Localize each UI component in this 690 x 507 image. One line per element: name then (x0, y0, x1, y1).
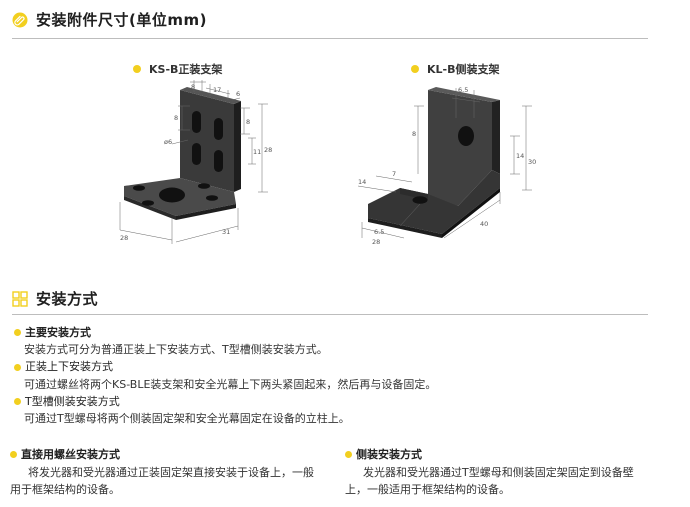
ks-dim-phi6: ø6 (164, 138, 172, 146)
method-heading-text: T型槽侧装安装方式 (25, 394, 120, 408)
method-heading: 正装上下安装方式 (14, 358, 436, 375)
kl-dimension-lines (357, 88, 532, 239)
method-heading: T型槽侧装安装方式 (14, 393, 436, 410)
method-description: 可通过T型螺母将两个侧装固定架和安全光幕固定在设备的立柱上。 (24, 412, 350, 426)
ks-dim-8: 8 (191, 83, 195, 91)
kl-dim-40: 40 (480, 220, 488, 228)
method-heading: 侧装安装方式 (345, 446, 665, 464)
bullet-icon (411, 65, 419, 73)
method-description-line: 上，一般适用于框架结构的设备。 (345, 483, 510, 496)
bullet-icon (14, 363, 21, 371)
kl-dim-28: 28 (372, 238, 380, 246)
kl-bracket-label: KL-B侧装支架 (411, 61, 499, 77)
method-heading-text: 主要安装方式 (25, 326, 91, 339)
bullet-icon (14, 329, 21, 337)
list-item: 正装上下安装方式 可通过螺丝将两个KS-BLE装支架和安全光幕上下两头紧固起来，… (14, 358, 436, 392)
method-heading-text: 直接用螺丝安装方式 (21, 448, 120, 461)
kl-bracket-drawing: 6.5 8 14 30 7 14 6.5 28 40 (357, 86, 536, 246)
accessories-divider (12, 38, 648, 39)
kl-dim-8: 8 (412, 130, 416, 138)
kl-bracket-label-text: KL-B侧装支架 (427, 63, 500, 76)
method-heading: 主要安装方式 (14, 324, 436, 341)
kl-dim-7: 7 (392, 170, 396, 178)
ks-dim-31: 31 (222, 228, 230, 236)
method-heading: 直接用螺丝安装方式 (10, 446, 330, 464)
list-item: 主要安装方式 安装方式可分为普通正装上下安装方式、T型槽侧装安装方式。 (14, 324, 436, 358)
grid-icon (12, 290, 28, 307)
installation-methods-list: 主要安装方式 安装方式可分为普通正装上下安装方式、T型槽侧装安装方式。 正装上下… (14, 324, 436, 427)
list-item: T型槽侧装安装方式 可通过T型螺母将两个侧装固定架和安全光幕固定在设备的立柱上。 (14, 393, 436, 427)
ks-dim-8-upper: 8 (174, 114, 178, 122)
kl-dim-6-5-top: 6.5 (458, 86, 468, 94)
bullet-icon (14, 397, 21, 405)
method-description: 可通过螺丝将两个KS-BLE装支架和安全光幕上下两头紧固起来，然后再与设备固定。 (24, 377, 437, 391)
method-heading-text: 侧装安装方式 (356, 448, 422, 461)
bullet-icon (345, 451, 352, 459)
method-description-line: 将发光器和受光器通过正装固定架直接安装于设备上，一般 (28, 465, 314, 479)
ks-dim-11: 11 (253, 148, 261, 156)
method-heading-text: 正装上下安装方式 (25, 360, 113, 374)
bullet-icon (10, 451, 17, 459)
ks-dim-6: 6 (236, 90, 240, 98)
ks-dim-28: 28 (120, 234, 128, 242)
ks-dimension-labels: 8 17 6 8 8 11 28 ø6 28 31 (120, 83, 272, 242)
method-description-line: 用于框架结构的设备。 (10, 483, 120, 496)
ks-dimension-lines (119, 80, 268, 244)
kl-dim-14: 14 (358, 178, 366, 186)
ks-bracket-label-text: KS-B正装支架 (149, 63, 223, 76)
ks-bracket-label: KS-B正装支架 (133, 61, 222, 77)
method-description: 安装方式可分为普通正装上下安装方式、T型槽侧装安装方式。 (24, 343, 328, 357)
ks-dim-8-right: 8 (246, 118, 250, 126)
paperclip-icon (12, 12, 28, 27)
installation-divider (12, 314, 648, 315)
ks-dim-17: 17 (213, 86, 221, 94)
ks-bracket-drawing: 8 17 6 8 8 11 28 ø6 28 31 (119, 80, 272, 244)
kl-dimension-labels: 6.5 8 14 30 7 14 6.5 28 40 (358, 86, 536, 246)
method-description-line: 发光器和受光器通过T型螺母和侧装固定架固定到设备壁 (363, 465, 634, 479)
accessories-header: 安装附件尺寸(单位mm) (12, 9, 207, 30)
ks-bracket-shape (124, 87, 241, 220)
accessories-title: 安装附件尺寸(单位mm) (36, 11, 207, 29)
kl-dim-14-vertical: 14 (516, 152, 524, 160)
screw-mount-method: 直接用螺丝安装方式 将发光器和受光器通过正装固定架直接安装于设备上，一般 用于框… (10, 446, 330, 499)
kl-bracket-shape (368, 87, 500, 238)
kl-dim-30: 30 (528, 158, 536, 166)
side-mount-method: 侧装安装方式 发光器和受光器通过T型螺母和侧装固定架固定到设备壁 上，一般适用于… (345, 446, 665, 499)
installation-title: 安装方式 (36, 290, 99, 308)
ks-dim-28-vertical: 28 (264, 146, 272, 154)
bullet-icon (133, 65, 141, 73)
installation-header: 安装方式 (12, 288, 98, 309)
kl-dim-6-5-bottom: 6.5 (374, 228, 384, 236)
